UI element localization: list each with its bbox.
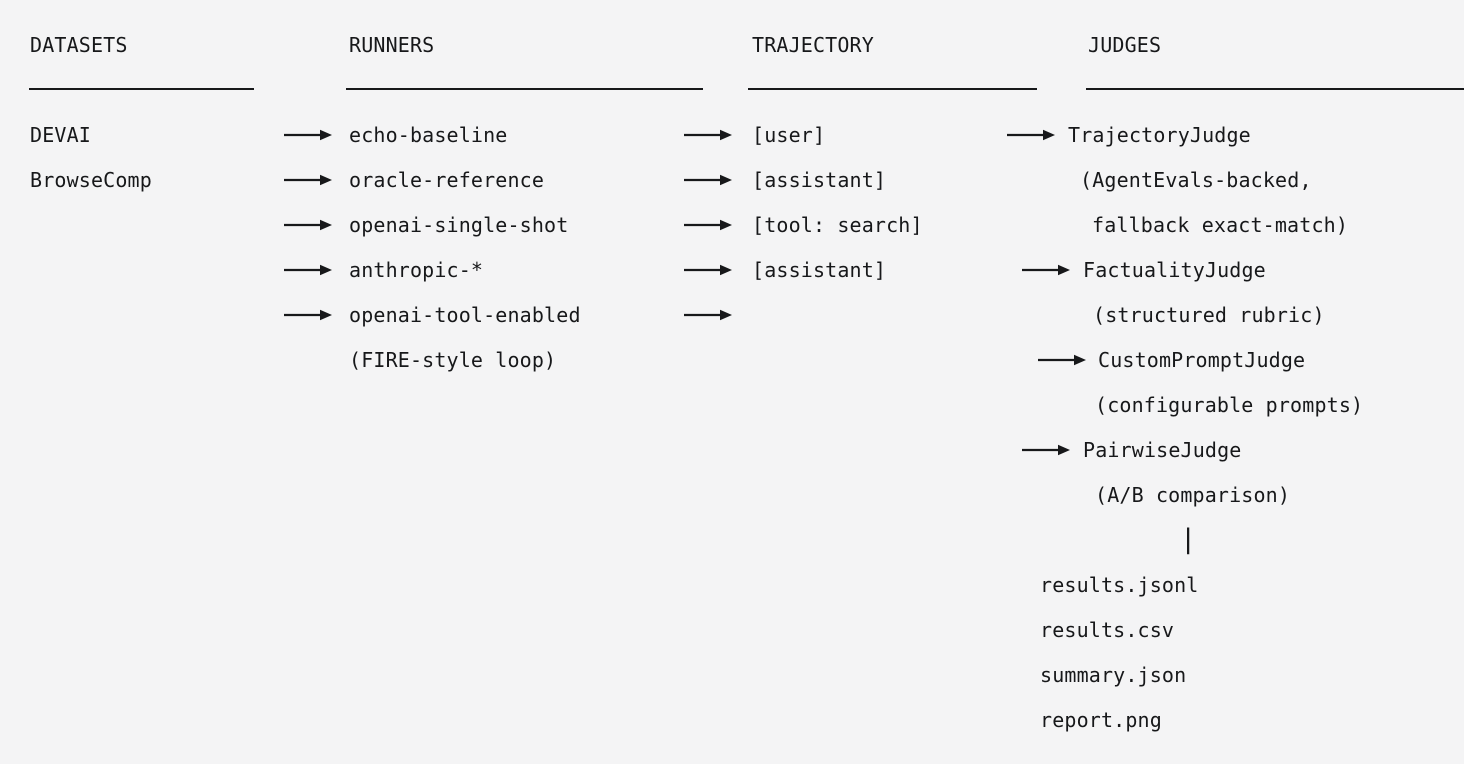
judge-trajectory-note-1: (AgentEvals-backed,: [1080, 168, 1312, 192]
output-file-results-jsonl: results.jsonl: [1040, 573, 1199, 597]
runner-note-fire-style: (FIRE-style loop): [349, 348, 557, 372]
trajectory-user: [user]: [752, 123, 826, 147]
runner-openai-tool-enabled: openai-tool-enabled: [349, 303, 581, 327]
judge-factuality-note: (structured rubric): [1093, 303, 1325, 327]
dataset-devai: DEVAI: [30, 123, 91, 147]
judges-rule: [1086, 88, 1464, 90]
output-file-results-csv: results.csv: [1040, 618, 1175, 642]
judge-custom-prompt: CustomPromptJudge: [1098, 348, 1306, 372]
runner-echo-baseline: echo-baseline: [349, 123, 508, 147]
flow-arrow-icon: [1038, 354, 1086, 366]
output-connector-pipe: |: [1180, 524, 1197, 555]
runners-header: RUNNERS: [349, 33, 435, 57]
judge-pairwise-note: (A/B comparison): [1095, 483, 1291, 507]
flow-arrow-icon: [684, 129, 732, 141]
trajectory-header: TRAJECTORY: [752, 33, 874, 57]
judges-header: JUDGES: [1088, 33, 1162, 57]
judge-custom-prompt-note: (configurable prompts): [1095, 393, 1364, 417]
trajectory-tool-search: [tool: search]: [752, 213, 923, 237]
datasets-rule: [29, 88, 254, 90]
trajectory-assistant-1: [assistant]: [752, 168, 887, 192]
output-file-summary-json: summary.json: [1040, 663, 1187, 687]
output-file-report-png: report.png: [1040, 708, 1162, 732]
flow-arrow-icon: [684, 264, 732, 276]
runner-oracle-reference: oracle-reference: [349, 168, 545, 192]
judge-pairwise: PairwiseJudge: [1083, 438, 1242, 462]
flow-arrow-icon: [1022, 264, 1070, 276]
flow-arrow-icon: [1022, 444, 1070, 456]
flow-arrow-icon: [684, 219, 732, 231]
judge-trajectory-note-2: fallback exact-match): [1092, 213, 1349, 237]
judge-trajectory: TrajectoryJudge: [1068, 123, 1251, 147]
runners-rule: [346, 88, 703, 90]
judge-factuality: FactualityJudge: [1083, 258, 1266, 282]
dataset-browsecomp: BrowseComp: [30, 168, 152, 192]
flow-arrow-icon: [1007, 129, 1055, 141]
flow-arrow-icon: [684, 309, 732, 321]
flow-arrow-icon: [684, 174, 732, 186]
runner-openai-single-shot: openai-single-shot: [349, 213, 569, 237]
flow-arrow-icon: [284, 219, 332, 231]
datasets-header: DATASETS: [30, 33, 128, 57]
flow-arrow-icon: [284, 174, 332, 186]
trajectory-rule: [748, 88, 1037, 90]
runner-anthropic-wildcard: anthropic-*: [349, 258, 484, 282]
flow-arrow-icon: [284, 264, 332, 276]
trajectory-assistant-2: [assistant]: [752, 258, 887, 282]
flow-arrow-icon: [284, 129, 332, 141]
flow-arrow-icon: [284, 309, 332, 321]
